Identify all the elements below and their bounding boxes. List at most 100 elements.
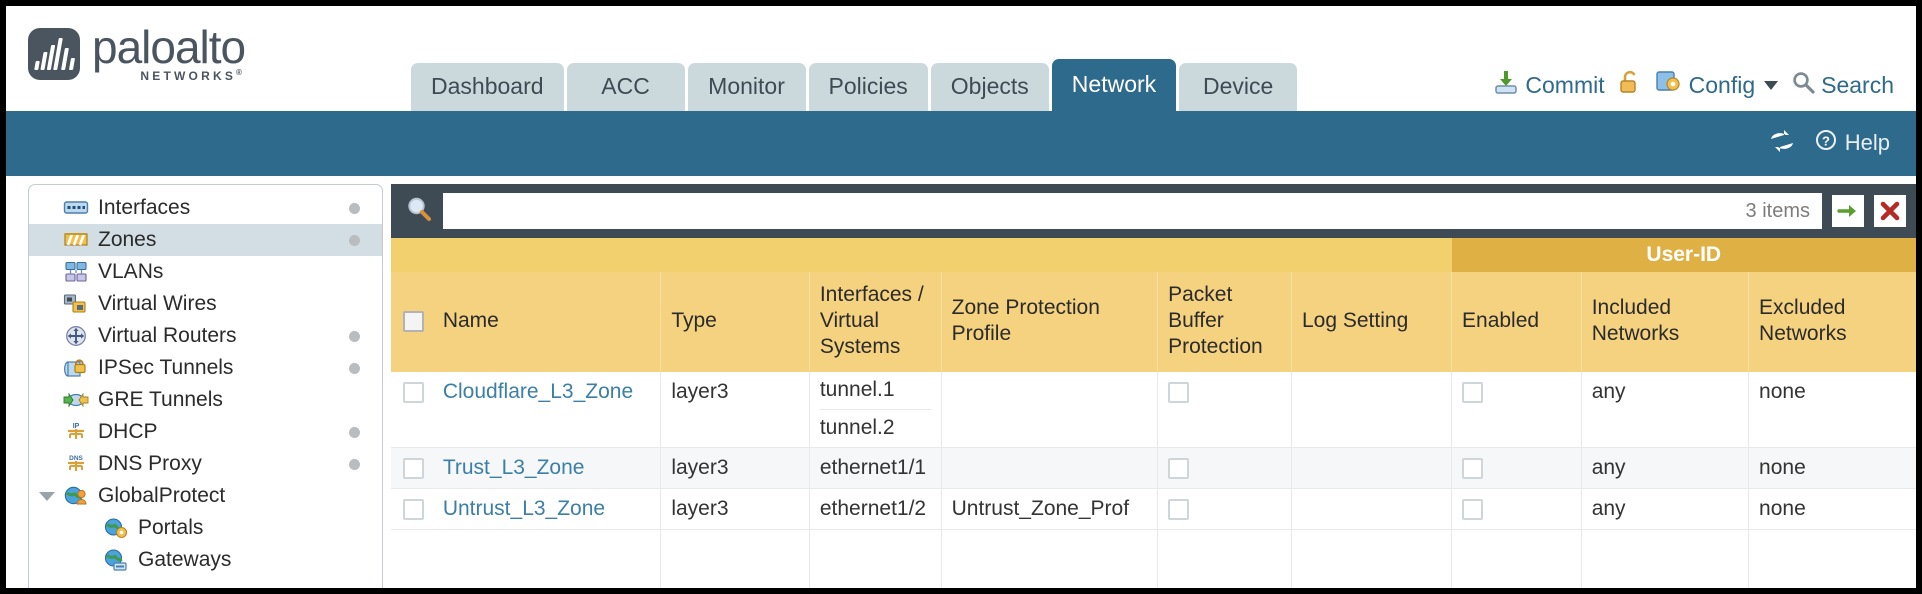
table-row[interactable]: Trust_L3_Zone layer3 ethernet1/1 any (391, 447, 1916, 489)
cell-included-networks: any (1581, 488, 1750, 530)
config-menu[interactable]: Config (1655, 69, 1779, 101)
sidebar-item-ipsec-tunnels[interactable]: IPSec Tunnels (29, 352, 382, 384)
tab-device[interactable]: Device (1179, 63, 1298, 111)
select-all-cell (391, 272, 433, 372)
dhcp-icon: IP (63, 421, 89, 443)
sidebar-label: IPSec Tunnels (98, 356, 234, 379)
zones-table-head: User-ID Name Type Interfaces / Virtual S… (391, 238, 1916, 372)
zone-name-link[interactable]: Untrust_L3_Zone (442, 497, 606, 520)
interface-item: tunnel.2 (819, 416, 895, 439)
row-checkbox[interactable] (403, 498, 424, 520)
sidebar-label: DNS Proxy (98, 452, 202, 475)
col-header-included-networks[interactable]: Included Networks (1581, 272, 1750, 372)
tab-monitor[interactable]: Monitor (687, 63, 806, 111)
sidebar-label: GlobalProtect (98, 484, 226, 507)
brand-subtitle: NETWORKS® (140, 68, 246, 83)
col-header-name[interactable]: Name (432, 272, 662, 372)
sidebar-item-interfaces[interactable]: Interfaces (29, 192, 382, 224)
sidebar-label: GRE Tunnels (98, 388, 223, 411)
row-select-cell (391, 372, 433, 448)
cell-packet-buffer-protection (1157, 447, 1292, 489)
svg-text:DNS: DNS (69, 455, 83, 462)
tab-acc[interactable]: ACC (566, 63, 685, 111)
col-header-packet-buffer-protection[interactable]: Packet Buffer Protection (1157, 272, 1292, 372)
sidebar-item-dns-proxy[interactable]: DNS DNS Proxy (29, 448, 382, 480)
sidebar-item-virtual-wires[interactable]: Virtual Wires (29, 288, 382, 320)
cell-log-setting (1291, 447, 1453, 489)
search-magnifier-icon[interactable] (405, 195, 433, 228)
zone-name-link[interactable]: Trust_L3_Zone (442, 456, 585, 479)
sidebar-item-zones[interactable]: Zones (29, 224, 382, 256)
group-header-userid: User-ID (1451, 238, 1916, 272)
zones-column-header-row: Name Type Interfaces / Virtual Systems Z… (391, 272, 1916, 372)
cell-type: layer3 (660, 372, 810, 448)
blue-toolbar-band: ? Help (6, 111, 1916, 176)
search-field-wrapper[interactable]: 3 items (443, 193, 1822, 229)
packet-buffer-protection-checkbox[interactable] (1168, 457, 1190, 479)
zones-group-header-row: User-ID (391, 238, 1916, 272)
table-row[interactable]: Cloudflare_L3_Zone layer3 tunnel.1 tunne… (391, 372, 1916, 448)
packet-buffer-protection-checkbox[interactable] (1168, 498, 1190, 520)
help-button[interactable]: ? Help (1813, 127, 1890, 159)
lock-button[interactable] (1618, 69, 1642, 101)
userid-enabled-checkbox[interactable] (1462, 498, 1484, 520)
sidebar-item-globalprotect[interactable]: GlobalProtect (29, 480, 382, 512)
sidebar-label: Portals (138, 516, 204, 539)
zone-name-link[interactable]: Cloudflare_L3_Zone (442, 380, 634, 403)
top-header: paloalto NETWORKS® Dashboard ACC Monitor… (6, 6, 1916, 111)
table-row[interactable]: Untrust_L3_Zone layer3 ethernet1/2 Untru… (391, 488, 1916, 530)
interface-item: ethernet1/2 (819, 497, 927, 520)
sidebar-label: Virtual Routers (98, 324, 237, 347)
cell-type: layer3 (660, 447, 810, 489)
tab-policies[interactable]: Policies (808, 63, 928, 111)
apply-filter-button[interactable] (1832, 195, 1864, 227)
tab-dashboard[interactable]: Dashboard (411, 63, 564, 111)
svg-text:IP: IP (73, 423, 80, 430)
cell-interfaces: ethernet1/2 (809, 488, 942, 530)
search-button[interactable]: Search (1791, 70, 1894, 100)
search-label: Search (1821, 71, 1894, 98)
sidebar-item-gateways[interactable]: Gateways (29, 544, 382, 576)
select-all-checkbox[interactable] (403, 310, 424, 332)
chevron-down-icon (1764, 80, 1779, 90)
virtual-wires-icon (63, 293, 89, 315)
status-dot (349, 331, 360, 342)
userid-enabled-checkbox[interactable] (1462, 457, 1484, 479)
col-header-type[interactable]: Type (660, 272, 810, 372)
col-header-zone-protection-profile[interactable]: Zone Protection Profile (941, 272, 1159, 372)
search-icon (1791, 70, 1815, 100)
clear-filter-button[interactable] (1874, 195, 1906, 227)
tab-network[interactable]: Network (1051, 59, 1177, 111)
globalprotect-icon (63, 485, 89, 507)
config-label: Config (1688, 71, 1756, 98)
status-dot (349, 459, 360, 470)
expander-triangle-icon[interactable] (39, 492, 55, 501)
sidebar-label: Gateways (138, 548, 232, 571)
col-header-excluded-networks[interactable]: Excluded Networks (1748, 272, 1916, 372)
brand-logo: paloalto NETWORKS® (28, 21, 246, 83)
search-input[interactable] (455, 194, 1746, 228)
col-header-log-setting[interactable]: Log Setting (1291, 272, 1453, 372)
cell-packet-buffer-protection (1157, 488, 1292, 530)
sidebar-item-portals[interactable]: Portals (29, 512, 382, 544)
tab-objects[interactable]: Objects (930, 63, 1049, 111)
sidebar-item-vlans[interactable]: VLANs (29, 256, 382, 288)
row-checkbox[interactable] (403, 457, 424, 479)
col-header-interfaces[interactable]: Interfaces / Virtual Systems (809, 272, 942, 372)
virtual-routers-icon (63, 325, 89, 347)
cell-log-setting (1291, 372, 1453, 448)
commit-button[interactable]: Commit (1493, 69, 1605, 101)
sidebar-item-gre-tunnels[interactable]: GRE Tunnels (29, 384, 382, 416)
sidebar-item-dhcp[interactable]: IP DHCP (29, 416, 382, 448)
refresh-icon[interactable] (1767, 128, 1797, 159)
interface-item: ethernet1/1 (819, 456, 927, 479)
packet-buffer-protection-checkbox[interactable] (1168, 381, 1190, 403)
gateways-icon (103, 549, 129, 571)
sidebar-item-virtual-routers[interactable]: Virtual Routers (29, 320, 382, 352)
cell-zone-protection-profile: Untrust_Zone_Prof (941, 488, 1159, 530)
row-checkbox[interactable] (403, 381, 424, 403)
top-actions: Commit Config (1493, 69, 1894, 101)
userid-enabled-checkbox[interactable] (1462, 381, 1484, 403)
brand-name: paloalto (92, 21, 246, 73)
col-header-enabled[interactable]: Enabled (1451, 272, 1582, 372)
